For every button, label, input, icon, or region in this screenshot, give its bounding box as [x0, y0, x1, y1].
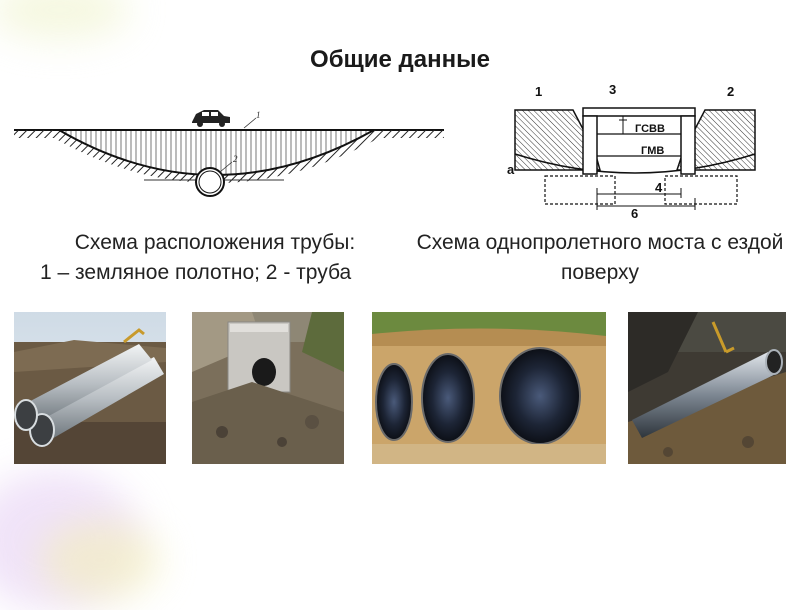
page-title: Общие данные	[310, 46, 490, 73]
label-2: 2	[727, 84, 734, 99]
bridge-scheme-caption-line1: Схема однопролетного моста с ездой	[416, 231, 784, 254]
decor-blob-top-left	[0, 0, 130, 40]
pipe-scheme-caption-line2: 1 – земляное полотно; 2 - труба	[40, 261, 352, 284]
decor-blob-bottom-left-yellow	[40, 520, 160, 600]
label-4: 4	[655, 180, 663, 195]
label-3: 3	[609, 82, 616, 97]
pipe-scheme-caption-line1: Схема расположения трубы:	[74, 231, 356, 254]
bridge-scheme-diagram: 1 2 3 ГСВВ ГМВ 4 6 а	[505, 82, 765, 221]
photo-triple-pipe-culvert	[372, 312, 606, 464]
pipe-layout-diagram: 1 2	[14, 100, 444, 218]
photo-steel-pipes	[14, 312, 166, 464]
label-6: 6	[631, 206, 638, 220]
bridge-scheme-caption-line2: поверху	[560, 261, 640, 284]
label-1: 1	[535, 84, 542, 99]
label-gmv: ГМВ	[641, 145, 664, 157]
label-pipe: 2	[233, 154, 238, 164]
label-a: а	[507, 162, 515, 177]
label-embankment: 1	[256, 110, 261, 120]
label-gsvv: ГСВВ	[635, 123, 665, 135]
photo-pipe-installation	[628, 312, 786, 464]
bridge-scheme-caption: Схема однопролетного моста с ездой повер…	[410, 228, 790, 288]
photo-concrete-pipe	[192, 312, 344, 464]
pipe-scheme-caption: Схема расположения трубы: 1 – земляное п…	[40, 228, 380, 288]
